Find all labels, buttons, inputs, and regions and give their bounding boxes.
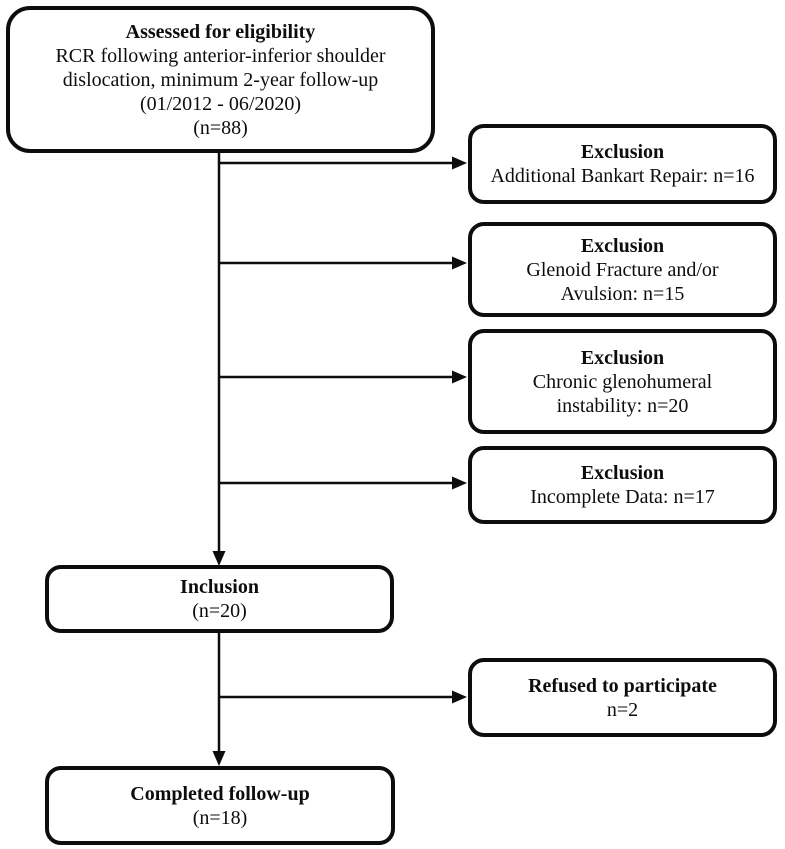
exclusion-bankart-box: Exclusion Additional Bankart Repair: n=1… [468, 124, 777, 204]
arrowhead-inclusion-icon [212, 551, 226, 566]
exclusion3-line-2: instability: n=20 [556, 394, 689, 417]
inclusion-line-1: (n=20) [192, 600, 247, 622]
exclusion1-line-1: Additional Bankart Repair: n=16 [490, 165, 755, 187]
exclusion-incomplete-data-box: Exclusion Incomplete Data: n=17 [468, 446, 777, 524]
assessed-line-4: (n=88) [193, 116, 248, 139]
exclusion2-title: Exclusion [580, 234, 665, 257]
arrowhead-completed-icon [212, 751, 226, 766]
exclusion1-title: Exclusion [580, 141, 665, 163]
exclusion4-title: Exclusion [580, 462, 665, 484]
exclusion2-line-2: Avulsion: n=15 [560, 282, 685, 305]
arrowhead-exclusion3-icon [452, 370, 467, 384]
assessed-for-eligibility-box: Assessed for eligibility RCR following a… [6, 6, 435, 153]
exclusion-glenoid-fracture-box: Exclusion Glenoid Fracture and/or Avulsi… [468, 222, 777, 317]
arrowhead-exclusion2-icon [452, 256, 467, 270]
completed-line-1: (n=18) [192, 806, 248, 829]
assessed-line-2: dislocation, minimum 2-year follow-up [62, 68, 379, 91]
arrowhead-exclusion4-icon [452, 476, 467, 490]
exclusion3-title: Exclusion [580, 346, 665, 369]
inclusion-title: Inclusion [180, 576, 259, 598]
exclusion2-line-1: Glenoid Fracture and/or [526, 258, 719, 281]
refused-title: Refused to participate [528, 674, 717, 697]
exclusion4-line-1: Incomplete Data: n=17 [530, 486, 715, 508]
assessed-title: Assessed for eligibility [125, 20, 316, 43]
completed-follow-up-box: Completed follow-up (n=18) [45, 766, 395, 845]
completed-title: Completed follow-up [130, 782, 310, 805]
assessed-line-3: (01/2012 - 06/2020) [139, 92, 302, 115]
arrowhead-refused-icon [452, 690, 467, 704]
exclusion-chronic-instability-box: Exclusion Chronic glenohumeral instabili… [468, 329, 777, 434]
refused-line-1: n=2 [606, 698, 639, 721]
exclusion3-line-1: Chronic glenohumeral [532, 370, 713, 393]
arrowhead-exclusion1-icon [452, 156, 467, 170]
assessed-line-1: RCR following anterior-inferior shoulder [55, 44, 386, 67]
inclusion-box: Inclusion (n=20) [45, 565, 394, 633]
refused-to-participate-box: Refused to participate n=2 [468, 658, 777, 737]
